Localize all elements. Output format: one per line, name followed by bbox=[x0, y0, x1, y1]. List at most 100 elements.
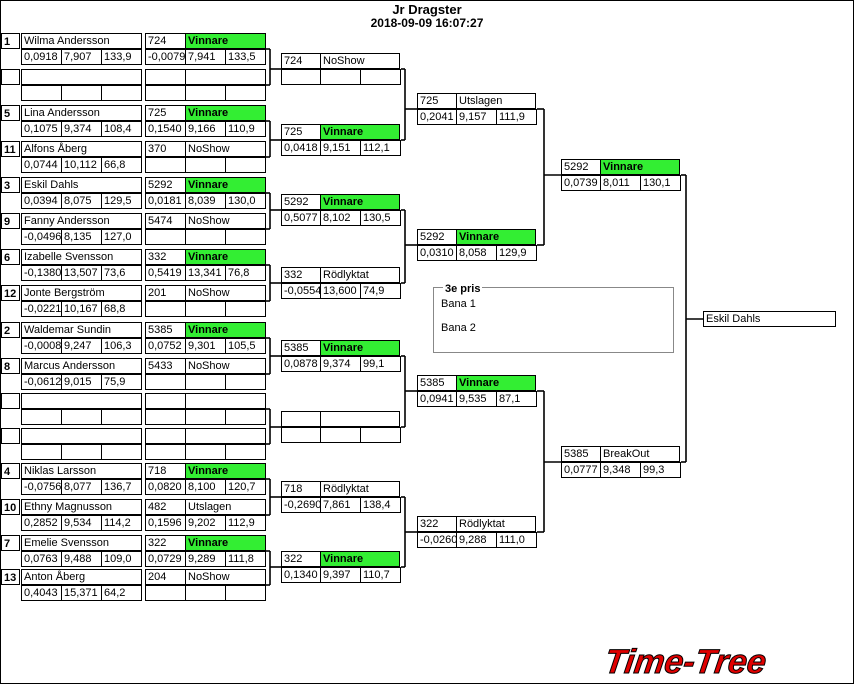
race-result: Vinnare bbox=[185, 177, 266, 193]
elapsed-time: 8,135 bbox=[61, 229, 102, 245]
third-place-title: 3e pris bbox=[443, 282, 483, 296]
seed-number: 9 bbox=[1, 213, 20, 229]
driver-name: Anton Åberg bbox=[21, 569, 142, 585]
round3-slot-et: 8,058 bbox=[456, 245, 497, 261]
round2-slot-et: 9,374 bbox=[320, 356, 361, 372]
start-number bbox=[145, 428, 186, 444]
round2-slot-result: NoShow bbox=[320, 53, 400, 69]
reaction-time: 0,0918 bbox=[21, 49, 62, 65]
speed-2 bbox=[225, 444, 266, 460]
speed-2: 133,5 bbox=[225, 49, 266, 65]
round2-slot-result: Rödlyktat bbox=[320, 481, 400, 497]
round3-slot-result: Vinnare bbox=[456, 375, 536, 391]
round2-slot-result: Vinnare bbox=[320, 340, 400, 356]
final-slot-start: 5292 bbox=[561, 159, 601, 175]
round3-slot-start: 322 bbox=[417, 516, 457, 532]
speed-2 bbox=[225, 374, 266, 390]
seed-number bbox=[1, 428, 20, 444]
reaction-time: 0,0763 bbox=[21, 551, 62, 567]
reaction-time: 0,1075 bbox=[21, 121, 62, 137]
driver-name: Niklas Larsson bbox=[21, 463, 142, 479]
round3-slot-speed: 111,0 bbox=[496, 532, 537, 548]
round2-slot-rt bbox=[281, 69, 321, 85]
speed: 127,0 bbox=[101, 229, 142, 245]
elapsed-time bbox=[61, 444, 102, 460]
speed-2: 105,5 bbox=[225, 338, 266, 354]
elapsed-time-2 bbox=[185, 301, 226, 317]
reaction-time-2: 0,5419 bbox=[145, 265, 186, 281]
round2-slot-speed: 74,9 bbox=[360, 283, 401, 299]
driver-name: Eskil Dahls bbox=[21, 177, 142, 193]
speed-2: 120,7 bbox=[225, 479, 266, 495]
elapsed-time-2 bbox=[185, 444, 226, 460]
svg-text:Time-Tree: Time-Tree bbox=[602, 643, 769, 681]
round2-slot-result: Vinnare bbox=[320, 194, 400, 210]
reaction-time: 0,4043 bbox=[21, 585, 62, 601]
elapsed-time: 9,374 bbox=[61, 121, 102, 137]
final-slot-et: 8,011 bbox=[600, 175, 641, 191]
driver-name bbox=[21, 393, 142, 409]
speed-2: 110,9 bbox=[225, 121, 266, 137]
round3-slot-rt: 0,0941 bbox=[417, 391, 457, 407]
driver-name: Wilma Andersson bbox=[21, 33, 142, 49]
speed: 133,9 bbox=[101, 49, 142, 65]
speed: 106,3 bbox=[101, 338, 142, 354]
speed: 68,8 bbox=[101, 301, 142, 317]
round2-slot-result: Rödlyktat bbox=[320, 267, 400, 283]
speed-2 bbox=[225, 85, 266, 101]
round3-slot-result: Utslagen bbox=[456, 93, 536, 109]
seed-number: 7 bbox=[1, 535, 20, 551]
race-result: Vinnare bbox=[185, 322, 266, 338]
third-place-lane2-label: Bana 2 bbox=[441, 322, 476, 334]
speed-2: 112,9 bbox=[225, 515, 266, 531]
champion-name: Eskil Dahls bbox=[703, 311, 836, 327]
speed-2 bbox=[225, 301, 266, 317]
driver-name: Ethny Magnusson bbox=[21, 499, 142, 515]
seed-number: 5 bbox=[1, 105, 20, 121]
third-place-lane1-label: Bana 1 bbox=[441, 298, 476, 310]
reaction-time-2: 0,1540 bbox=[145, 121, 186, 137]
round2-slot-speed: 110,7 bbox=[360, 567, 401, 583]
round2-slot-et bbox=[320, 427, 361, 443]
round2-slot-rt: 0,1340 bbox=[281, 567, 321, 583]
elapsed-time-2 bbox=[185, 409, 226, 425]
elapsed-time-2 bbox=[185, 85, 226, 101]
round2-slot-start: 5292 bbox=[281, 194, 321, 210]
speed: 109,0 bbox=[101, 551, 142, 567]
elapsed-time: 8,075 bbox=[61, 193, 102, 209]
start-number: 370 bbox=[145, 141, 186, 157]
round2-slot-rt: 0,0418 bbox=[281, 140, 321, 156]
round3-slot-et: 9,157 bbox=[456, 109, 497, 125]
reaction-time-2 bbox=[145, 157, 186, 173]
round2-slot-result: Vinnare bbox=[320, 124, 400, 140]
elapsed-time-2 bbox=[185, 157, 226, 173]
elapsed-time-2 bbox=[185, 374, 226, 390]
speed: 136,7 bbox=[101, 479, 142, 495]
event-datetime: 2018-09-09 16:07:27 bbox=[370, 16, 484, 30]
reaction-time: -0,1380 bbox=[21, 265, 62, 281]
seed-number: 6 bbox=[1, 249, 20, 265]
seed-number bbox=[1, 393, 20, 409]
seed-number: 2 bbox=[1, 322, 20, 338]
speed-2 bbox=[225, 229, 266, 245]
reaction-time: -0,0612 bbox=[21, 374, 62, 390]
round3-slot-rt: -0,0260 bbox=[417, 532, 457, 548]
start-number: 5385 bbox=[145, 322, 186, 338]
reaction-time: -0,0008 bbox=[21, 338, 62, 354]
seed-number: 8 bbox=[1, 358, 20, 374]
round2-slot-et: 9,397 bbox=[320, 567, 361, 583]
final-slot-start: 5385 bbox=[561, 446, 601, 462]
round2-slot-start: 5385 bbox=[281, 340, 321, 356]
round3-slot-result: Vinnare bbox=[456, 229, 536, 245]
seed-number: 12 bbox=[1, 285, 20, 301]
reaction-time-2 bbox=[145, 585, 186, 601]
race-result: Vinnare bbox=[185, 105, 266, 121]
round2-slot-et: 8,102 bbox=[320, 210, 361, 226]
speed bbox=[101, 85, 142, 101]
speed-2 bbox=[225, 585, 266, 601]
elapsed-time: 9,247 bbox=[61, 338, 102, 354]
elapsed-time-2: 9,166 bbox=[185, 121, 226, 137]
round2-slot-start: 718 bbox=[281, 481, 321, 497]
elapsed-time-2: 9,289 bbox=[185, 551, 226, 567]
